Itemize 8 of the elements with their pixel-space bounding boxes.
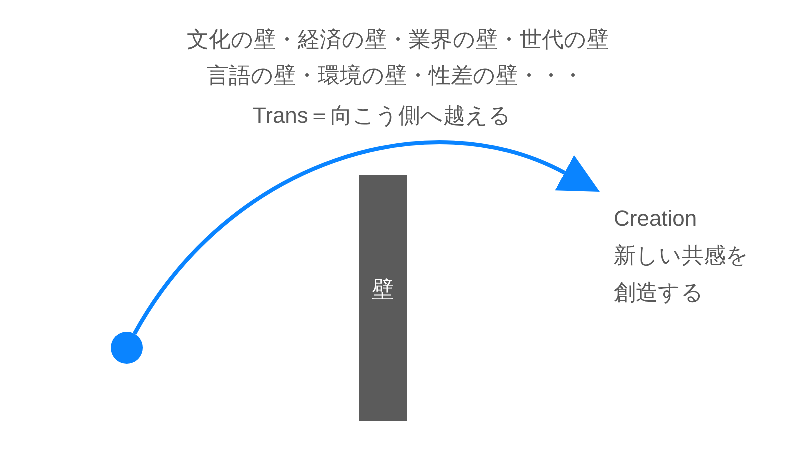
heading-text: Creation [614, 205, 698, 233]
start-dot [111, 332, 143, 364]
note-text: 文化の壁・経済の壁・業界の壁・世代の壁 [187, 26, 609, 54]
note-text: Trans＝向こう側へ越える [253, 102, 512, 130]
body-text: 新しい共感を創造する [614, 242, 750, 307]
note-text: 言語の壁・環境の壁・性差の壁・・・ [207, 62, 584, 90]
wall-bar: 壁 [359, 175, 407, 421]
arrow [133, 140, 602, 336]
